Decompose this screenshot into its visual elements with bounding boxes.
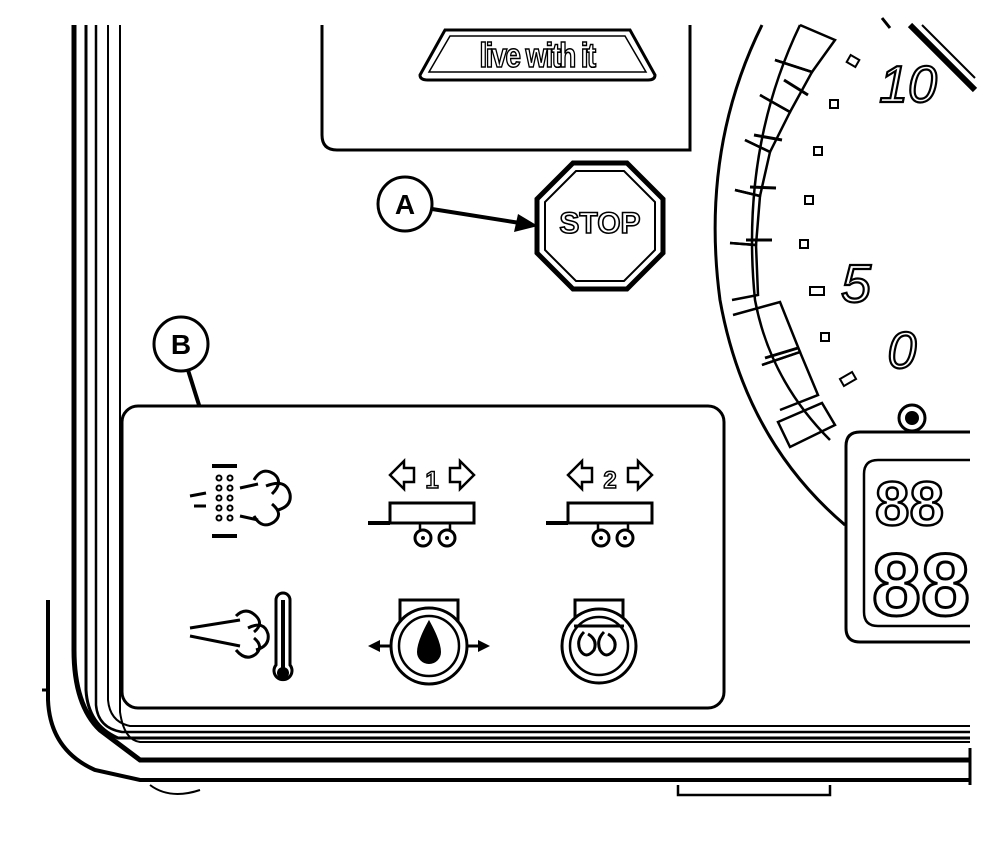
gauge-label-0: 0 [888,322,917,380]
brand-slogan: live with it [479,36,595,74]
engine-air-filter-indicator [189,464,292,538]
panel-bezel [42,25,972,797]
preheat-indicator [560,598,638,685]
temperature-indicator [189,591,294,682]
trailer-1-number: 1 [425,467,438,494]
indicator-knob [897,403,927,433]
lcd-top-digits: 88 [875,470,944,539]
trailer-1-indicator: 1 [368,457,476,548]
trailer-2-indicator: 2 [546,457,654,548]
gauge-label-5: 5 [841,254,872,314]
oil-pressure-indicator [368,598,490,686]
upper-display-window: live with it [320,25,692,152]
lcd-bottom-digits: 88 [872,535,970,634]
gauge-label-10: 10 [879,56,937,114]
callout-b-label: B [171,329,191,360]
trailer-2-number: 2 [603,467,616,494]
gauge-scale-labels: 10 5 0 [840,55,938,381]
gauge [713,17,978,527]
lcd-display: 88 88 [844,430,971,644]
callout-a: A [376,175,538,233]
callout-a-label: A [395,189,415,220]
stop-label: STOP [559,207,640,240]
stop-lamp: STOP [534,160,666,292]
